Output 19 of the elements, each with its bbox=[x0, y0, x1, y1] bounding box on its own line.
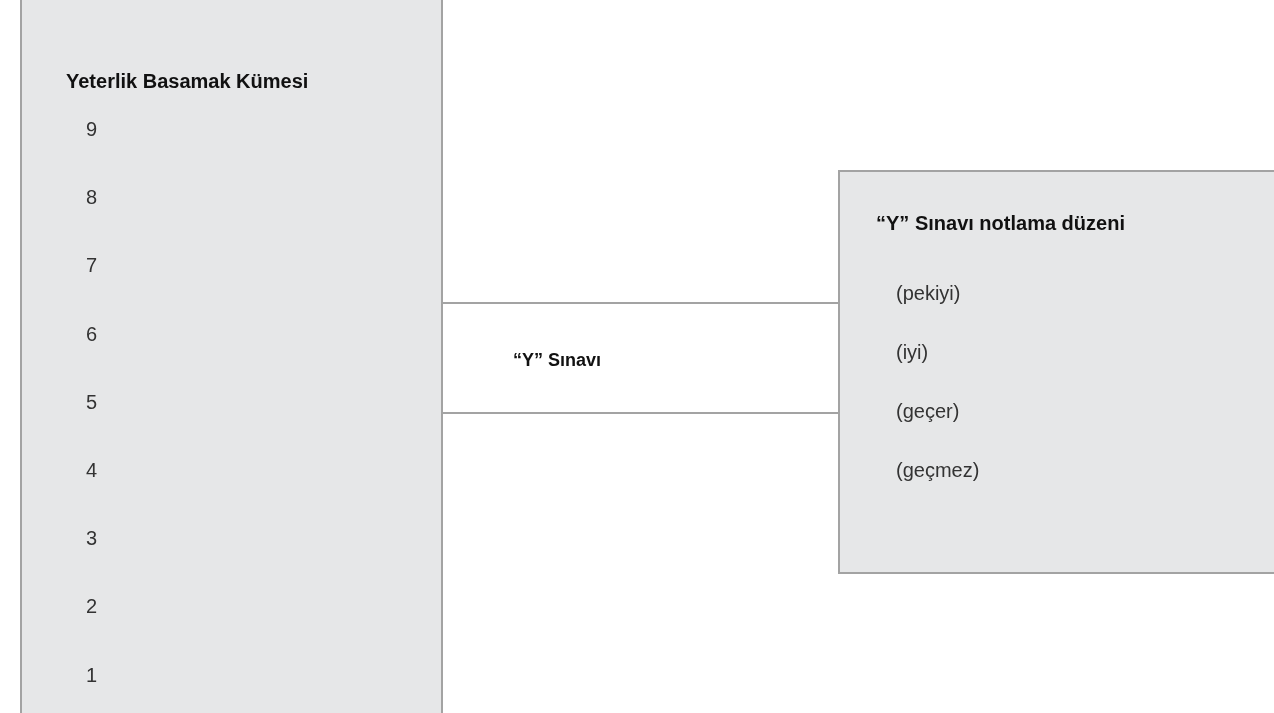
list-item: 3 bbox=[86, 527, 98, 551]
list-item: 8 bbox=[86, 186, 98, 210]
panel-heading: “Y” Sınavı notlama düzeni bbox=[876, 212, 1125, 235]
list-item: (geçer) bbox=[896, 400, 960, 423]
list-item: 7 bbox=[86, 254, 98, 278]
list-item: (pekiyi) bbox=[896, 282, 961, 305]
list-item: 1 bbox=[86, 663, 98, 687]
list-item: 6 bbox=[86, 322, 98, 346]
panel-heading: Yeterlik Basamak Kümesi bbox=[66, 70, 309, 93]
list-item: (iyi) bbox=[896, 341, 929, 364]
connector-line bbox=[442, 412, 839, 414]
panel-box bbox=[20, 0, 443, 713]
list-item: 9 bbox=[86, 118, 98, 141]
connector-line bbox=[442, 302, 839, 304]
list-item: 2 bbox=[86, 595, 98, 619]
list-item: 5 bbox=[86, 390, 98, 414]
panel-box bbox=[838, 170, 1274, 574]
list-item: (geçmez) bbox=[896, 459, 980, 482]
list-item: 4 bbox=[86, 459, 98, 482]
